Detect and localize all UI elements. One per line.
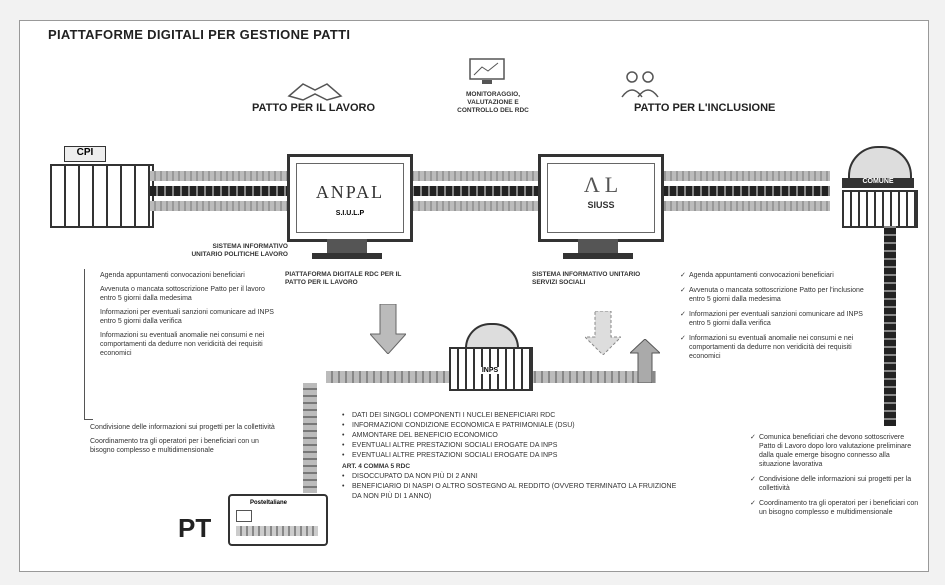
inps-label: INPS	[477, 367, 503, 374]
comune-building: COMUNE	[838, 136, 918, 228]
handshake-icon	[285, 76, 345, 104]
left-note: Avvenuta o mancata sottoscrizione Patto …	[100, 286, 265, 302]
anpal-screen: ANPAL S.I.U.L.P	[296, 163, 404, 233]
pt-logo: PT	[178, 513, 212, 543]
poste-label: PosteItaliane	[250, 500, 288, 506]
patto-inclusione-heading: PATTO PER L'INCLUSIONE	[634, 102, 776, 114]
right-note: Informazioni su eventuali anomalie nei c…	[680, 334, 870, 361]
comune-dome	[848, 146, 912, 180]
siuss-mark: Λ L	[583, 172, 619, 197]
piattaforma-rdc-caption: PIATTAFORMA DIGITALE RDC PER IL PATTO PE…	[285, 271, 402, 286]
siulp-label: S.I.U.L.P	[335, 210, 365, 217]
siuss-screen: SIUSS Λ L	[547, 163, 655, 233]
left-bottom-notes: Condivisione delle informazioni sui prog…	[90, 423, 280, 460]
anpal-monitor: ANPAL S.I.U.L.P	[287, 154, 413, 242]
comune-label: COMUNE	[842, 178, 914, 188]
diagram-frame: PIATTAFORME DIGITALI PER GESTIONE PATTI …	[19, 20, 929, 572]
patto-lavoro-heading: PATTO PER IL LAVORO	[252, 102, 376, 114]
right-note: Agenda appuntamenti convocazioni benefic…	[680, 271, 870, 280]
art4-item: Disoccupato da non più di 2 anni	[342, 472, 682, 482]
anpal-base	[312, 253, 382, 259]
anpal-logo: ANPAL	[315, 182, 385, 202]
left-note: Agenda appuntamenti convocazioni benefic…	[100, 272, 245, 279]
postepay-card: PosteItaliane	[228, 494, 328, 546]
center-list-item: Eventuali altre prestazioni sociali erog…	[342, 441, 662, 451]
left-bracket	[84, 269, 93, 420]
card-stripe	[236, 526, 318, 536]
cpi-facade	[50, 164, 154, 228]
inps-dome	[465, 323, 519, 349]
art4-heading: ART. 4 COMMA 5 RDC	[342, 463, 411, 470]
left-note: Informazioni per eventuali sanzioni comu…	[100, 309, 274, 325]
up-arrow-right	[628, 338, 662, 384]
center-list: Dati dei singoli componenti i nuclei ben…	[342, 411, 662, 461]
center-list-item: Dati dei singoli componenti i nuclei ben…	[342, 411, 662, 421]
down-arrow-left	[368, 303, 408, 355]
cpi-building: CPI	[50, 146, 155, 228]
siuss-caption: SISTEMA INFORMATIVO UNITARIO SERVIZI SOC…	[532, 271, 641, 286]
left-notes: Agenda appuntamenti convocazioni benefic…	[100, 271, 280, 363]
right-notes: Agenda appuntamenti convocazioni benefic…	[680, 271, 870, 367]
flow-band-middle	[150, 186, 830, 196]
siulp-caption: SISTEMA INFORMATIVO UNITARIO POLITICHE L…	[191, 243, 288, 258]
right-bottom-note: Coordinamento tra gli operatori per i be…	[750, 499, 920, 517]
monitor-chart-icon	[464, 57, 516, 87]
right-bottom-notes: Comunica beneficiari che devono sottoscr…	[750, 433, 920, 523]
right-note: Avvenuta o mancata sottoscrizione Patto …	[680, 286, 870, 304]
flow-band-top	[150, 171, 830, 181]
card-chip	[236, 510, 252, 522]
left-bottom-note: Condivisione delle informazioni sui prog…	[90, 424, 275, 431]
center-list-item: Ammontare del beneficio economico	[342, 431, 662, 441]
comune-vertical-band	[884, 226, 896, 426]
anpal-stand	[327, 239, 367, 253]
left-bottom-note: Coordinamento tra gli operatori per i be…	[90, 438, 259, 454]
siuss-logo: SIUSS	[587, 200, 615, 210]
comune-columns	[842, 190, 918, 228]
siuss-stand	[578, 239, 618, 253]
art4-list: Disoccupato da non più di 2 anni Benefic…	[342, 472, 682, 502]
siuss-base	[563, 253, 633, 259]
siuss-monitor: SIUSS Λ L	[538, 154, 664, 242]
page-title: PIATTAFORME DIGITALI PER GESTIONE PATTI	[48, 27, 351, 42]
inps-building: INPS	[445, 323, 535, 391]
right-bottom-note: Comunica beneficiari che devono sottoscr…	[750, 433, 920, 469]
cpi-label-box: CPI	[64, 146, 106, 162]
people-icon	[620, 69, 660, 99]
art4-item: Beneficiario di NASPI o altro sostegno a…	[342, 482, 682, 502]
pt-vertical-band	[303, 383, 317, 493]
right-note: Informazioni per eventuali sanzioni comu…	[680, 310, 870, 328]
center-list-item: Eventuali altre prestazioni sociali erog…	[342, 451, 662, 461]
left-note: Informazioni su eventuali anomalie nei c…	[100, 332, 265, 357]
flow-band-lower	[150, 201, 830, 211]
down-arrow-right	[583, 310, 623, 356]
right-bottom-note: Condivisione delle informazioni sui prog…	[750, 475, 920, 493]
monitoraggio-heading: MONITORAGGIO, VALUTAZIONE E CONTROLLO DE…	[457, 91, 529, 114]
center-list-item: Informazioni condizione economica e patr…	[342, 421, 662, 431]
